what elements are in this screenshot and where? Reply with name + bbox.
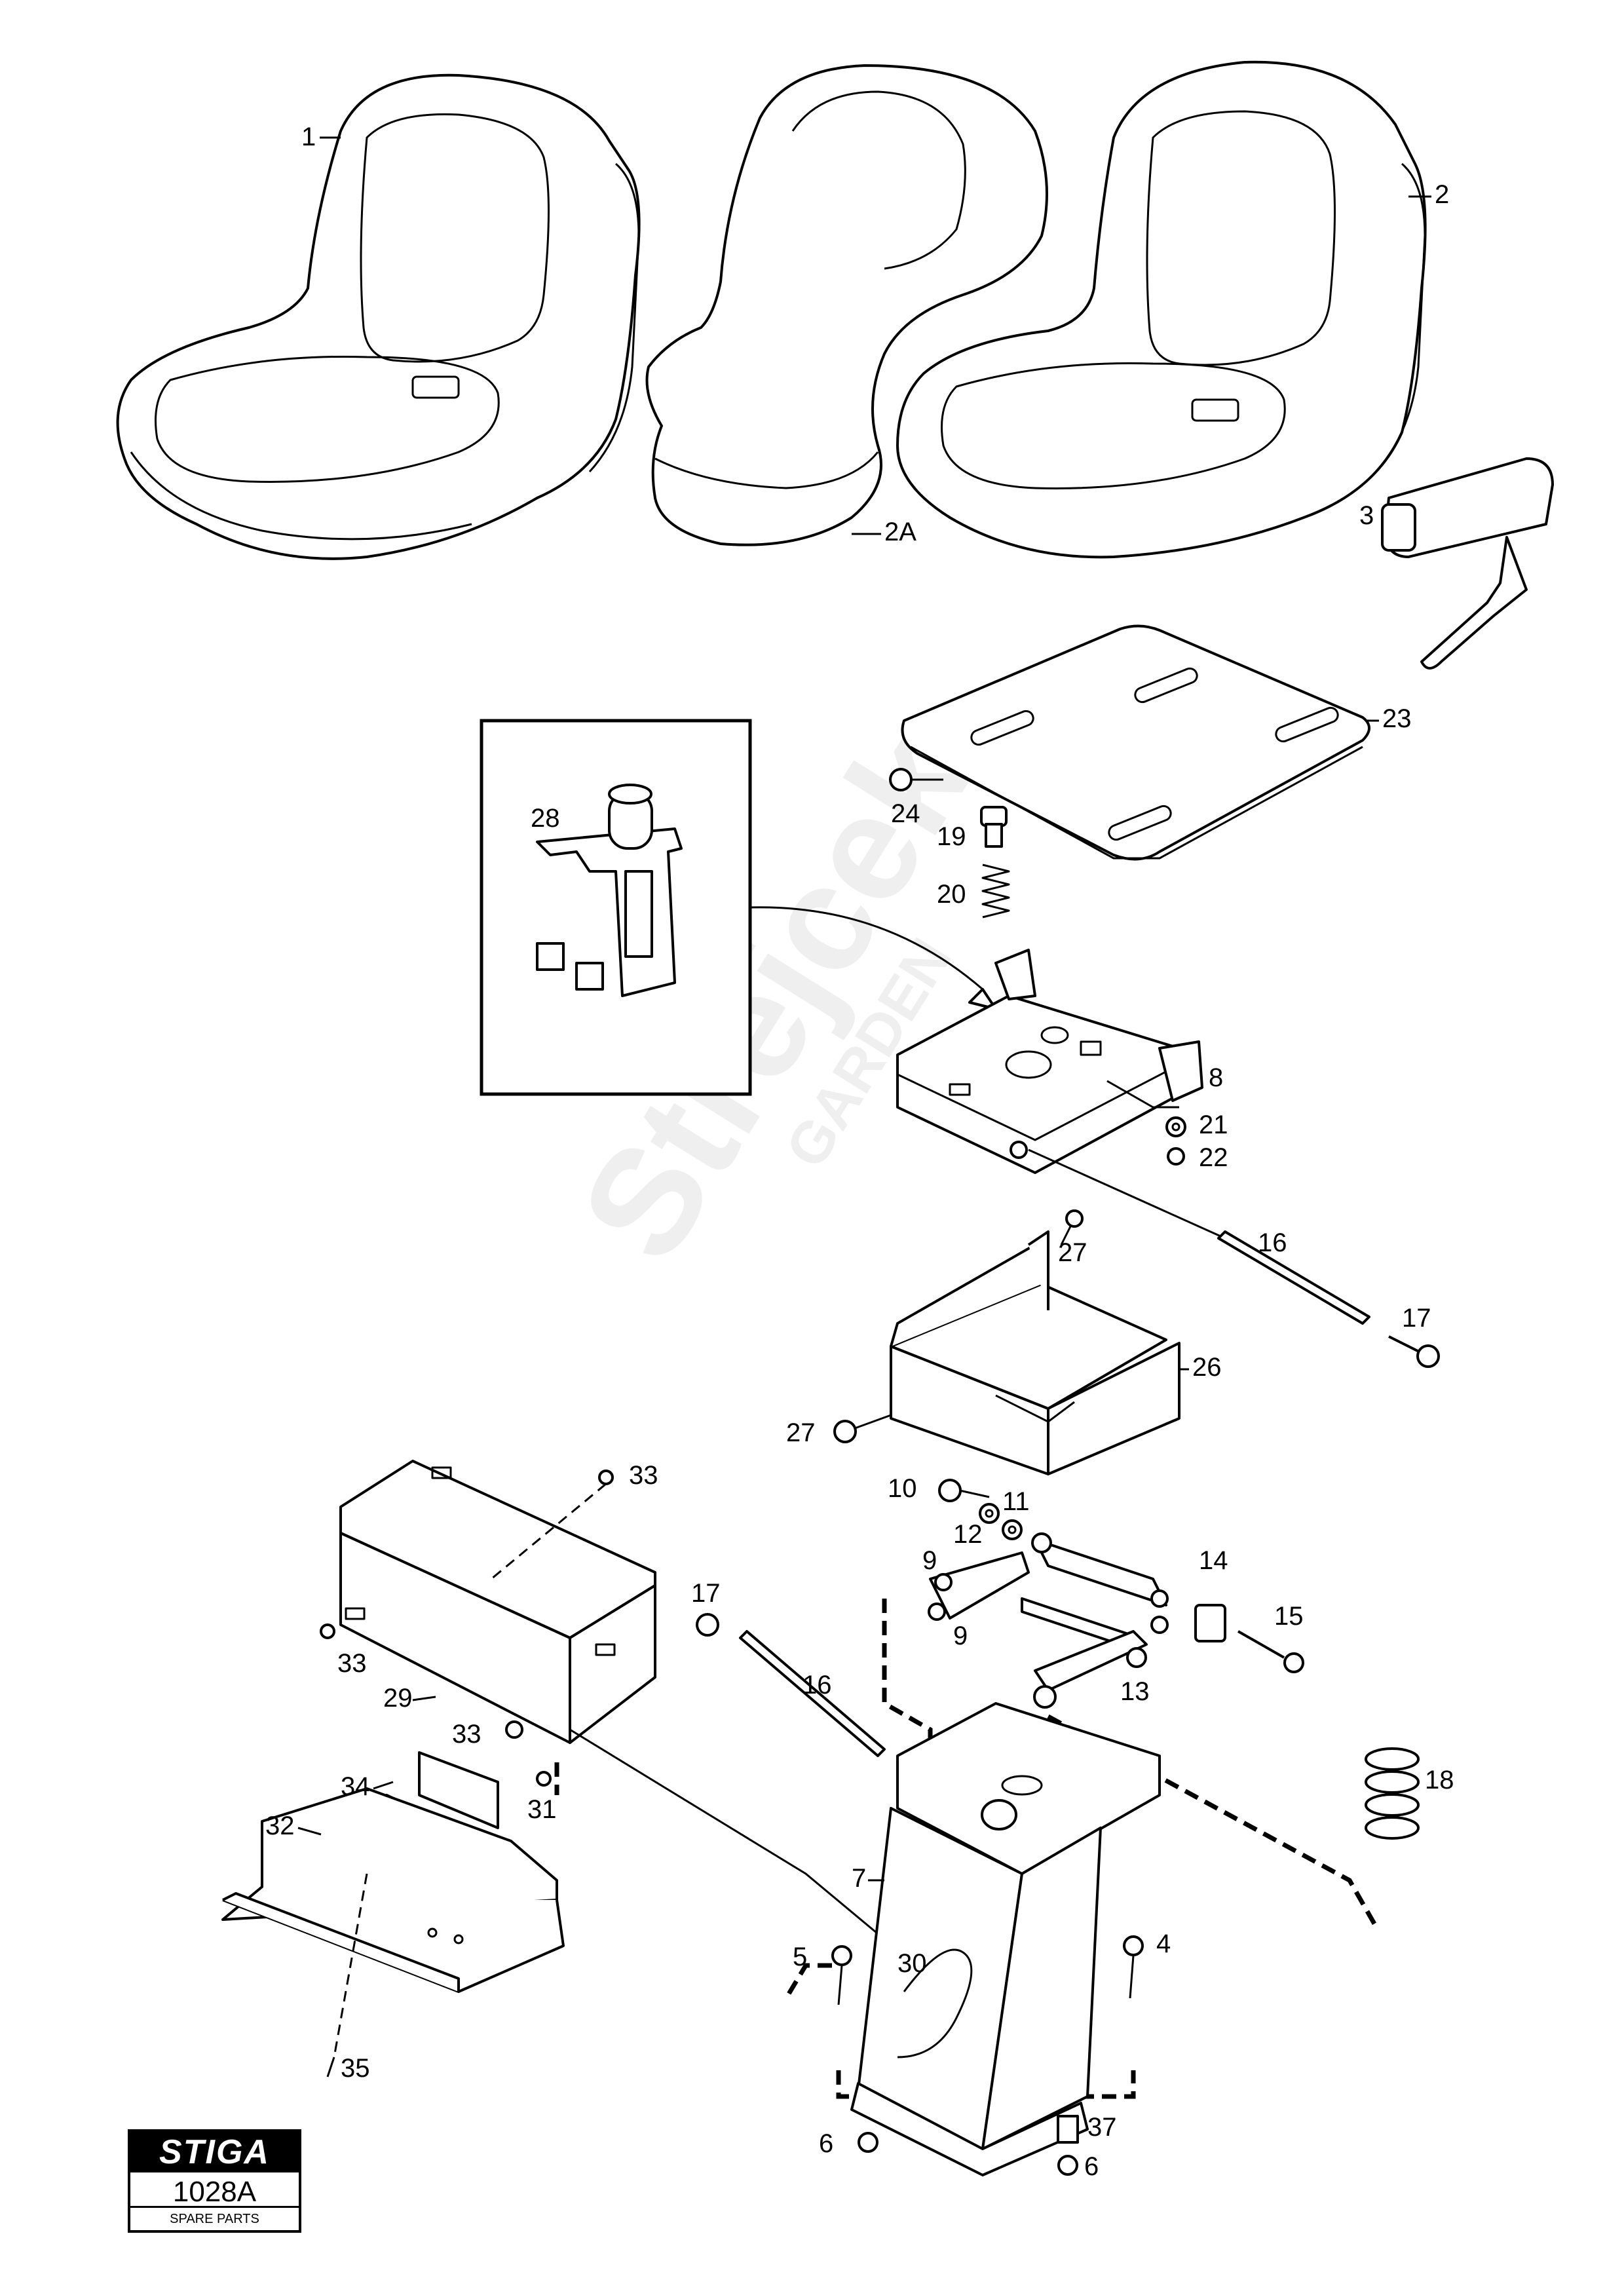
nuts-6-37 <box>858 2115 1079 2176</box>
nut-22 <box>1167 1147 1185 1166</box>
callout-31: 31 <box>527 1795 557 1824</box>
callout-17-lower: 17 <box>691 1579 721 1608</box>
callout-6-left: 6 <box>819 2129 833 2158</box>
seat-1 <box>116 73 641 560</box>
leader-33 <box>491 1483 607 1580</box>
dash-d <box>784 1963 832 2000</box>
callout-35: 35 <box>341 2054 370 2083</box>
spare-parts-label: SPARE PARTS <box>130 2206 299 2230</box>
callout-19: 19 <box>937 822 966 851</box>
leader-8 <box>1106 1080 1179 1109</box>
bolt-27-side <box>833 1414 892 1443</box>
bolt-17-upper <box>1388 1335 1440 1368</box>
post-7 <box>850 1702 1161 2176</box>
callout-29: 29 <box>383 1684 413 1713</box>
callout-14: 14 <box>1199 1546 1228 1575</box>
rod-16-upper <box>1028 1148 1370 1325</box>
callout-28: 28 <box>531 804 560 833</box>
callout-26: 26 <box>1192 1353 1222 1382</box>
brand-logo: STIGA <box>130 2132 299 2172</box>
callout-32: 32 <box>265 1811 295 1840</box>
stiga-logo-box: STIGA 1028A SPARE PARTS <box>128 2129 301 2233</box>
callout-12: 12 <box>953 1520 983 1549</box>
callout-2A: 2A <box>884 518 916 546</box>
bracket-8 <box>896 949 1203 1174</box>
linkage-9 <box>928 1532 1169 1709</box>
callout-9-lower: 9 <box>953 1622 968 1650</box>
cover-29 <box>339 1460 656 1744</box>
seat-cover-2A <box>645 64 1048 546</box>
bolt-27-top <box>1060 1209 1084 1245</box>
callouts: 1 2 2A 3 23 24 19 20 28 8 21 22 16 17 27… <box>265 123 1454 2181</box>
dash-e <box>836 2070 1136 2099</box>
callout-10: 10 <box>888 1474 917 1503</box>
leader-35 <box>333 1873 368 2058</box>
callout-15: 15 <box>1274 1602 1304 1631</box>
callout-20: 20 <box>937 880 966 909</box>
callout-3: 3 <box>1359 501 1374 530</box>
leader-tube <box>569 1728 885 1941</box>
callout-7: 7 <box>852 1864 866 1893</box>
callout-24: 24 <box>891 799 920 828</box>
spring-18 <box>1365 1747 1420 1840</box>
callout-16-upper: 16 <box>1258 1228 1287 1257</box>
dash-a <box>882 1599 933 1769</box>
plate-32 <box>221 1787 565 1993</box>
nut-13 <box>1126 1647 1147 1668</box>
callout-33-top: 33 <box>629 1461 658 1490</box>
callout-4: 4 <box>1156 1929 1171 1958</box>
inset-switch-28 <box>480 719 997 1096</box>
callout-33-left: 33 <box>337 1649 367 1678</box>
callout-37: 37 <box>1087 2113 1117 2142</box>
bolt-15 <box>1237 1630 1304 1673</box>
callout-34: 34 <box>341 1772 370 1801</box>
block-14 <box>1194 1604 1226 1642</box>
callout-8: 8 <box>1209 1063 1223 1092</box>
pin-19 <box>980 806 1008 848</box>
screw-35 <box>326 2057 335 2077</box>
spring-20 <box>981 863 1010 919</box>
callout-27-top: 27 <box>1058 1238 1087 1267</box>
callout-23: 23 <box>1382 704 1412 733</box>
callout-27-side: 27 <box>786 1418 816 1447</box>
bolt-24 <box>889 768 943 791</box>
callout-1: 1 <box>301 123 316 151</box>
rod-16-lower <box>696 1613 886 1757</box>
callout-17-upper: 17 <box>1402 1304 1431 1333</box>
callout-16-lower: 16 <box>803 1671 832 1699</box>
callout-33-bottom: 33 <box>452 1720 482 1749</box>
callout-18: 18 <box>1425 1766 1454 1794</box>
callout-21: 21 <box>1199 1110 1228 1139</box>
hardware-10-11-12 <box>938 1479 1023 1540</box>
callout-2: 2 <box>1435 180 1449 209</box>
callout-9-upper: 9 <box>922 1546 937 1575</box>
seat-2 <box>896 60 1427 559</box>
seat-plate-23 <box>901 624 1370 861</box>
callout-6-right: 6 <box>1084 2152 1099 2181</box>
diagram-code: 1028A <box>172 2176 257 2208</box>
part-3 <box>1381 457 1554 670</box>
callout-30: 30 <box>897 1949 927 1978</box>
callout-22: 22 <box>1199 1143 1228 1172</box>
callout-11: 11 <box>1002 1487 1030 1516</box>
bracket-26 <box>890 1230 1180 1475</box>
screws-33 <box>320 1470 614 1787</box>
bolts-4-5 <box>831 1935 1144 2005</box>
washer-21 <box>1165 1116 1186 1137</box>
callout-13: 13 <box>1120 1677 1150 1706</box>
callout-5: 5 <box>793 1943 807 1971</box>
